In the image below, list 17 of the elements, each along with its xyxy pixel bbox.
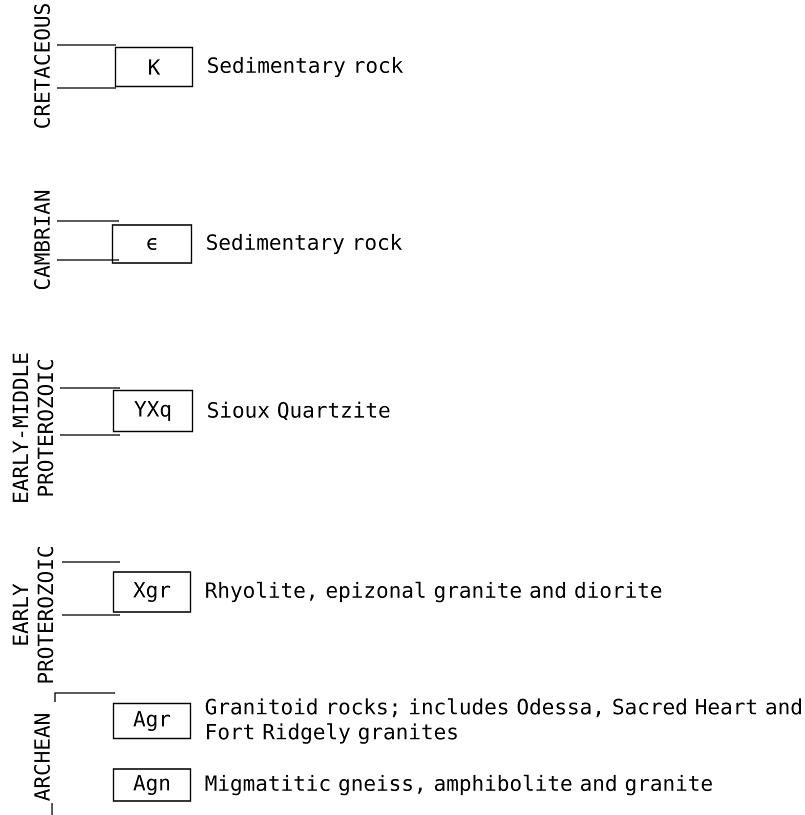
unit-symbol-box: ϵ xyxy=(112,224,192,264)
era-label: EARLY-MIDDLE PROTEROZOIC xyxy=(12,354,54,502)
era-label: ARCHEAN xyxy=(34,714,50,801)
era-label: EARLY PROTEROZOIC xyxy=(12,547,54,682)
unit-description: Granitoid rocks; includes Odessa, Sacred Heart and Fort Ridgely granites xyxy=(206,698,801,744)
unit-symbol-box: Agr xyxy=(112,702,192,740)
era-label: CRETACEOUS xyxy=(34,4,50,128)
unit-symbol-box: Agn xyxy=(112,768,192,802)
unit-description: Sedimentary rock xyxy=(208,56,403,78)
unit-description: Sioux Quartzite xyxy=(208,402,390,420)
unit-description: Sedimentary rock xyxy=(207,234,402,254)
unit-description: Rhyolite, epizonal granite and diorite xyxy=(206,582,662,602)
unit-symbol-box: YXq xyxy=(112,390,194,432)
unit-description: Migmatitic gneiss, amphibolite and granite xyxy=(206,774,712,796)
unit-symbol-box: K xyxy=(114,46,194,88)
era-label: CAMBRIAN xyxy=(34,190,50,290)
unit-symbol-box: Xgr xyxy=(112,571,192,613)
